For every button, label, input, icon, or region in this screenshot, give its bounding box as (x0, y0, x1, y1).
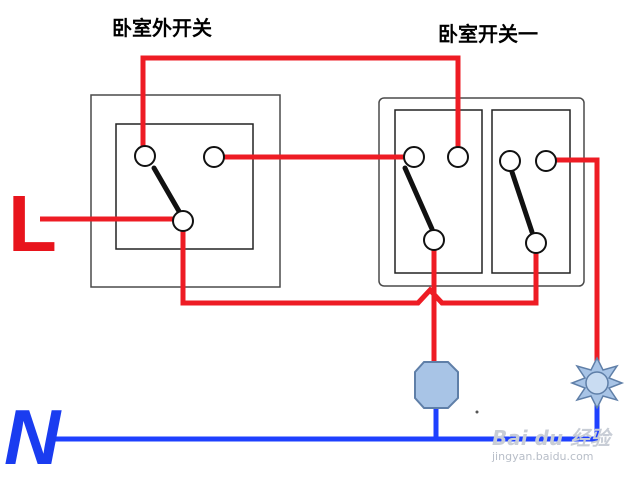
terminal-inside1-common (423, 229, 445, 251)
terminal-outside-common (172, 210, 194, 232)
inside-switch (378, 97, 585, 287)
lamp-icon (414, 361, 459, 409)
terminal-inside2-common (525, 232, 547, 254)
outside-switch-label: 卧室外开关 (112, 16, 212, 40)
watermark-url: jingyan.baidu.com (492, 450, 594, 463)
bulb-icon (569, 356, 625, 410)
stray-dot (475, 410, 479, 414)
neutral-line-label: N (4, 393, 61, 481)
terminal-inside1-top-right (447, 146, 469, 168)
terminal-outside-top-left (134, 145, 156, 167)
live-wire-top-link (140, 55, 461, 152)
inside-switch-label: 卧室开关一 (438, 22, 538, 46)
terminal-inside1-top-left (403, 146, 425, 168)
inside-switch-lever-2 (509, 169, 535, 235)
terminal-inside2-top-right (535, 150, 557, 172)
terminals (134, 145, 557, 254)
watermark-logo: Bai du 经验 (492, 426, 611, 450)
terminal-outside-top-right (203, 146, 225, 168)
live-wire-bulb-drop (552, 157, 600, 368)
terminal-inside2-top-left (499, 150, 521, 172)
outside-switch-lever (151, 165, 183, 216)
live-line-label: L (8, 179, 57, 268)
live-wiring (40, 55, 600, 368)
inside-switch-lever-1 (402, 165, 435, 232)
live-wire-bottom-link (180, 226, 539, 306)
switch-levers (151, 165, 535, 235)
